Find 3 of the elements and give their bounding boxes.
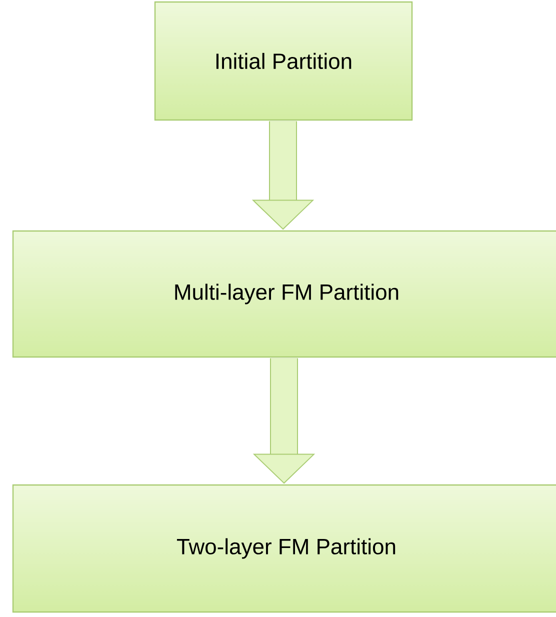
process-box: Initial Partition <box>154 1 413 121</box>
process-box: Multi-layer FM Partition <box>12 230 556 358</box>
process-box: Two-layer FM Partition <box>12 484 556 613</box>
